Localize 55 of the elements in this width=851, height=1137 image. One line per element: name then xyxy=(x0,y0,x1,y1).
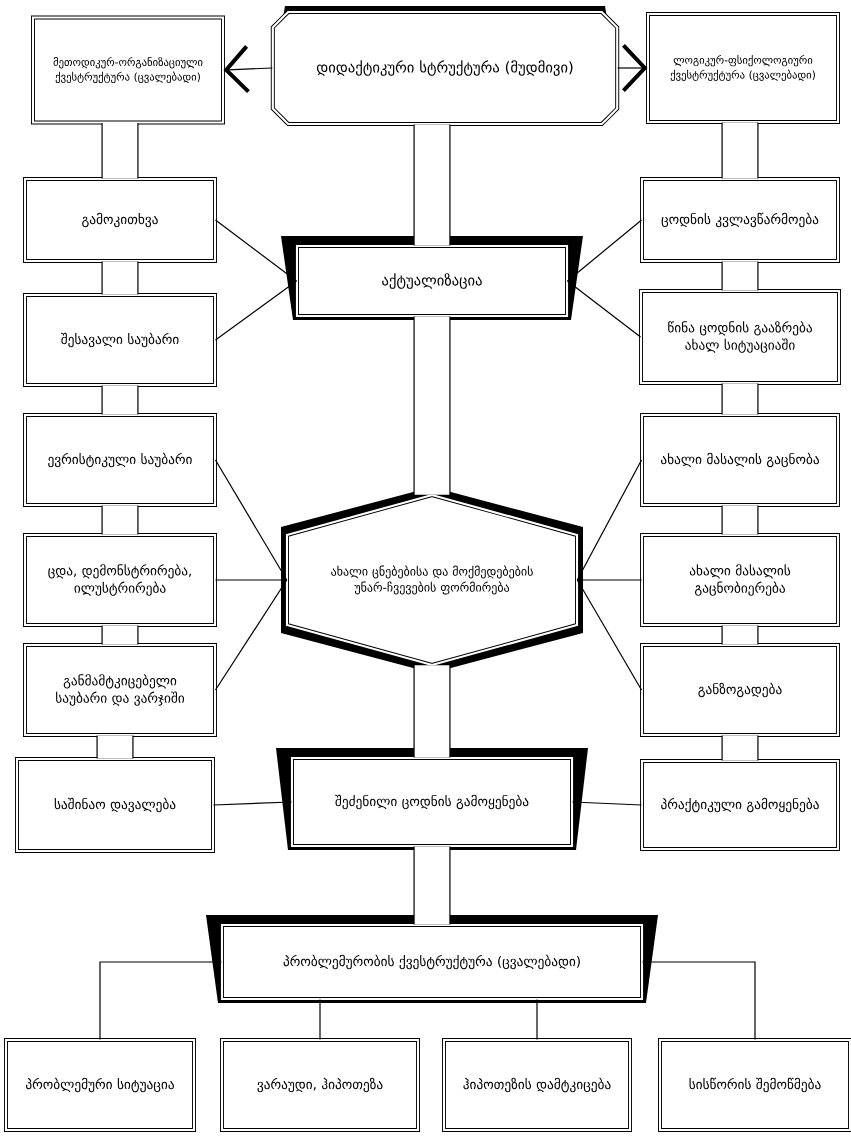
text-box: მეთოდიკურ-ორგანიზაციული ქვესტრუქტურა (ცვალებადი) xyxy=(31,15,225,125)
stem-connector xyxy=(721,261,759,291)
connector-line xyxy=(214,579,288,691)
stem-connector xyxy=(721,383,759,415)
connector-line xyxy=(214,219,298,282)
text-box: ახალი მასალის გაცნობა xyxy=(640,413,840,507)
connector-line xyxy=(214,579,288,581)
stem-connector xyxy=(101,625,139,645)
stem-connector xyxy=(101,122,139,179)
connector-line xyxy=(99,961,223,1041)
text-box: წინა ცოდნის გააზრება ახალ სიტუაციაში xyxy=(639,289,841,385)
connector-line xyxy=(214,459,288,581)
stem-connector xyxy=(721,122,759,179)
connector-line xyxy=(576,579,643,581)
connector-line xyxy=(212,801,293,806)
stem-connector xyxy=(721,735,759,761)
connector-line xyxy=(576,579,643,691)
stem-connector xyxy=(721,505,759,535)
text-box: პრაქტიკული გამოყენება xyxy=(640,759,840,851)
text-box: პრობლემური სიტუაცია xyxy=(4,1038,196,1132)
connector-line xyxy=(566,219,643,282)
connector-line xyxy=(571,801,643,806)
stem-connector xyxy=(413,846,451,925)
connector-line xyxy=(641,961,756,1041)
text-box: ვარაუდი, ჰიპოთეზა xyxy=(220,1038,420,1132)
connector-line xyxy=(576,459,643,581)
text-box: სისწორის შემოწმება xyxy=(658,1038,851,1132)
octagon-box: დიდაქტიკური სტრუქტურა (მუდმივი) xyxy=(270,6,620,126)
connector-line xyxy=(214,280,298,341)
text-box: განზოგადება xyxy=(640,643,840,737)
stem-connector xyxy=(413,316,451,495)
connector-line xyxy=(566,280,642,338)
text-box: ევრისტიკული საუბარი xyxy=(23,413,217,507)
stem-connector xyxy=(721,625,759,645)
text-box: საშინაო დავალება xyxy=(15,757,215,853)
connector-line xyxy=(319,998,321,1041)
stem-connector xyxy=(101,385,139,415)
hexagon: ახალი ცნებებისა და მოქმედებების უნარ-ჩვევების ფორმირება xyxy=(281,487,583,673)
stem-connector xyxy=(96,735,134,759)
stem-connector xyxy=(413,665,451,758)
text-box: განმამტკიცებელი საუბარი და ვარჯიში xyxy=(23,643,217,737)
connector-line xyxy=(536,998,538,1041)
text-box: შეძენილი ცოდნის გამოყენება xyxy=(276,748,588,850)
text-box: ცდა, დემონსტრირება, ილუსტრირება xyxy=(23,533,217,627)
text-box: გამოკითხვა xyxy=(23,177,217,263)
stem-connector xyxy=(101,505,139,535)
text-box: ლოგიკურ-ფსიქოლოგიური ქვესტრუქტურა (ცვალებადი) xyxy=(646,12,840,124)
text-box: აქტუალიზაცია xyxy=(281,236,583,320)
text-box: ჰიპოთეზის დამტკიცება xyxy=(442,1038,632,1132)
stem-connector xyxy=(413,124,451,246)
text-box: შესავალი საუბარი xyxy=(23,293,217,387)
text-box: ახალი მასალის გაცნობიერება xyxy=(640,533,840,627)
text-box: პრობლემურობის ქვესტრუქტურა (ცვალებადი) xyxy=(206,915,658,1003)
text-box: ცოდნის კვლავწარმოება xyxy=(640,177,840,263)
stem-connector xyxy=(101,261,139,295)
